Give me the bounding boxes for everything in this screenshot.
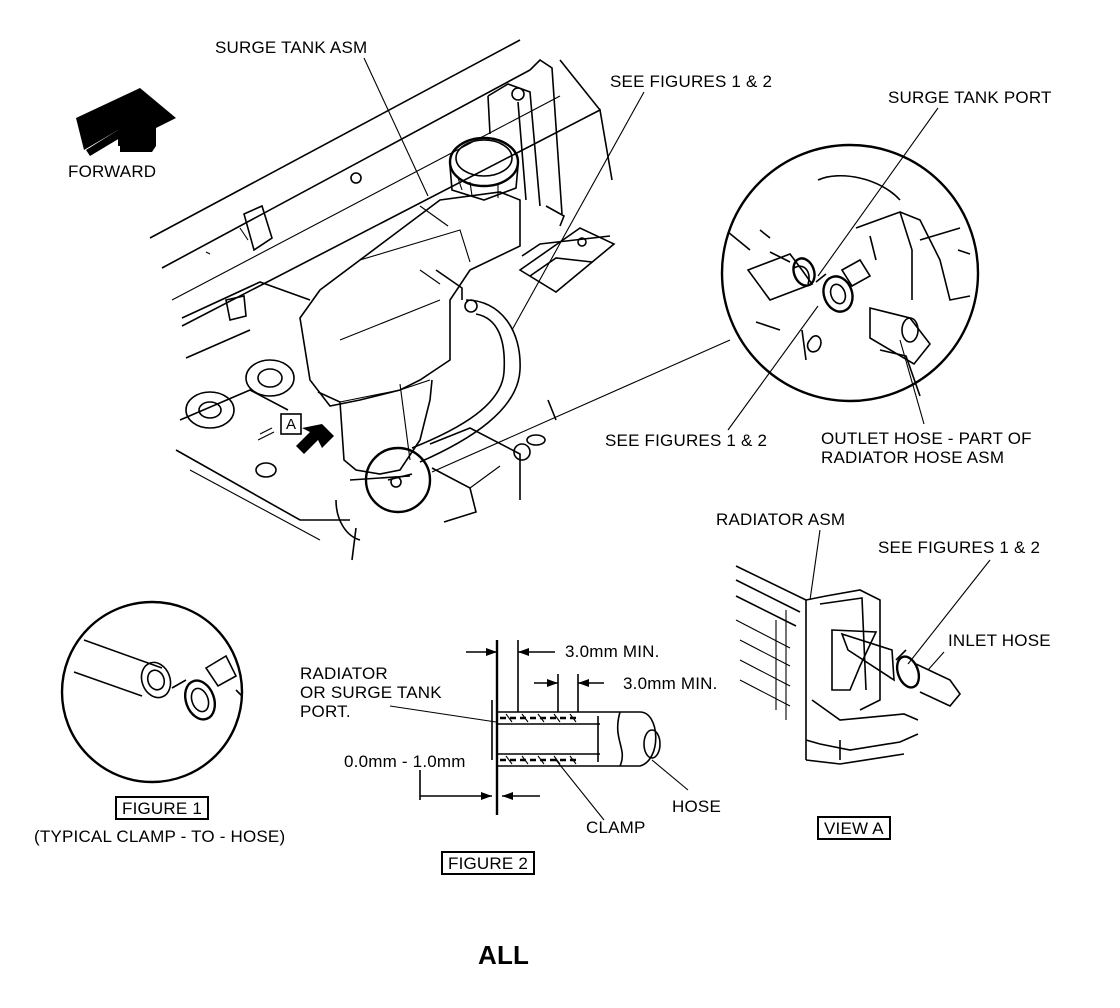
label-figure1-caption: (TYPICAL CLAMP - TO - HOSE) bbox=[34, 827, 286, 846]
forward-arrow-icon bbox=[76, 88, 176, 156]
figure2-sketch bbox=[419, 640, 661, 815]
label-view-marker: A bbox=[286, 416, 297, 433]
label-port-line2: OR SURGE TANK bbox=[300, 683, 442, 702]
surge-tank-port-detail bbox=[720, 143, 980, 403]
outlet-hose-sketch bbox=[335, 269, 557, 541]
label-radiator-asm: RADIATOR ASM bbox=[716, 510, 846, 529]
label-see-figures-top: SEE FIGURES 1 & 2 bbox=[610, 72, 773, 91]
label-see-figures-radiator: SEE FIGURES 1 & 2 bbox=[878, 538, 1041, 557]
label-clamp: CLAMP bbox=[586, 818, 646, 837]
label-surge-tank-asm: SURGE TANK ASM bbox=[215, 38, 368, 57]
label-dim-hose-min: 3.0mm MIN. bbox=[623, 674, 718, 693]
figure1-sketch bbox=[60, 600, 244, 784]
label-figure1: FIGURE 1 bbox=[115, 796, 210, 820]
label-forward: FORWARD bbox=[68, 162, 157, 181]
connection-detail-circle bbox=[364, 446, 432, 514]
label-dim-clamp-min: 3.0mm MIN. bbox=[565, 642, 660, 661]
surge-tank-sketch bbox=[299, 58, 616, 475]
label-surge-tank-port: SURGE TANK PORT bbox=[888, 88, 1052, 107]
label-dim-gap: 0.0mm - 1.0mm bbox=[344, 752, 466, 771]
view-direction-arrow-icon bbox=[296, 424, 334, 454]
label-port-line1: RADIATOR bbox=[300, 664, 388, 683]
label-figure2: FIGURE 2 bbox=[441, 851, 536, 875]
radiator-view-sketch bbox=[735, 565, 962, 765]
label-inlet-hose: INLET HOSE bbox=[948, 631, 1051, 650]
label-port-line3: PORT. bbox=[300, 702, 351, 721]
label-outlet-hose-line2: RADIATOR HOSE ASM bbox=[821, 448, 1005, 467]
label-hose: HOSE bbox=[672, 797, 721, 816]
label-see-figures-view: SEE FIGURES 1 & 2 bbox=[605, 431, 768, 450]
label-footer-all: ALL bbox=[478, 940, 530, 970]
label-view-a: VIEW A bbox=[817, 816, 891, 840]
leader-lines bbox=[363, 57, 991, 821]
label-outlet-hose-line1: OUTLET HOSE - PART OF bbox=[821, 429, 1032, 448]
engine-compartment-sketch bbox=[149, 39, 613, 561]
